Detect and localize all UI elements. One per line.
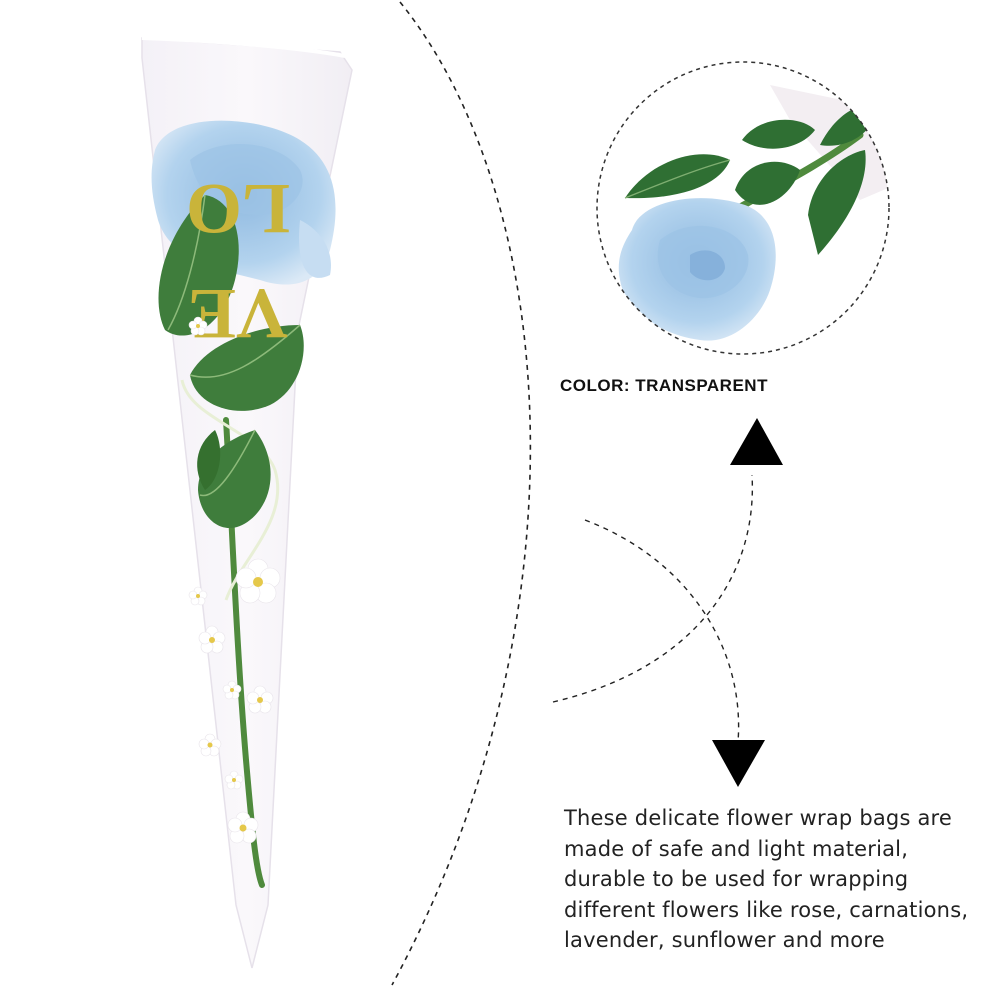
description-line: lavender, sunflower and more: [564, 928, 885, 952]
detail-circle: [596, 61, 890, 355]
leaf: [808, 150, 866, 255]
leaf: [190, 325, 304, 411]
description-line: These delicate flower wrap bags are: [564, 806, 953, 830]
bag-print-top: LO: [186, 169, 290, 249]
description-line: durable to be used for wrapping: [564, 867, 909, 891]
description-line: different flowers like rose, carnations,: [564, 897, 969, 922]
dashed-connector-down: [584, 519, 740, 743]
dashed-arc: [391, 1, 532, 986]
dashed-connector-up: [552, 474, 754, 703]
rose-bloom: [618, 198, 776, 341]
leaf: [742, 119, 815, 149]
bag-print-bottom: VE: [188, 274, 288, 354]
leaf: [735, 161, 800, 205]
bag-print: LO VE: [186, 169, 290, 354]
leaf: [158, 195, 239, 336]
description-line: made of safe and light material,: [564, 836, 909, 861]
color-label: COLOR: TRANSPARENT: [560, 376, 768, 395]
up-arrow-icon: [730, 418, 783, 465]
leaf: [197, 430, 221, 490]
daisy-print: [188, 316, 281, 844]
down-arrow-icon: [712, 740, 765, 787]
flower-wrap-bag: LO VE: [141, 36, 353, 969]
product-description: These delicate flower wrap bags are made…: [564, 803, 984, 956]
